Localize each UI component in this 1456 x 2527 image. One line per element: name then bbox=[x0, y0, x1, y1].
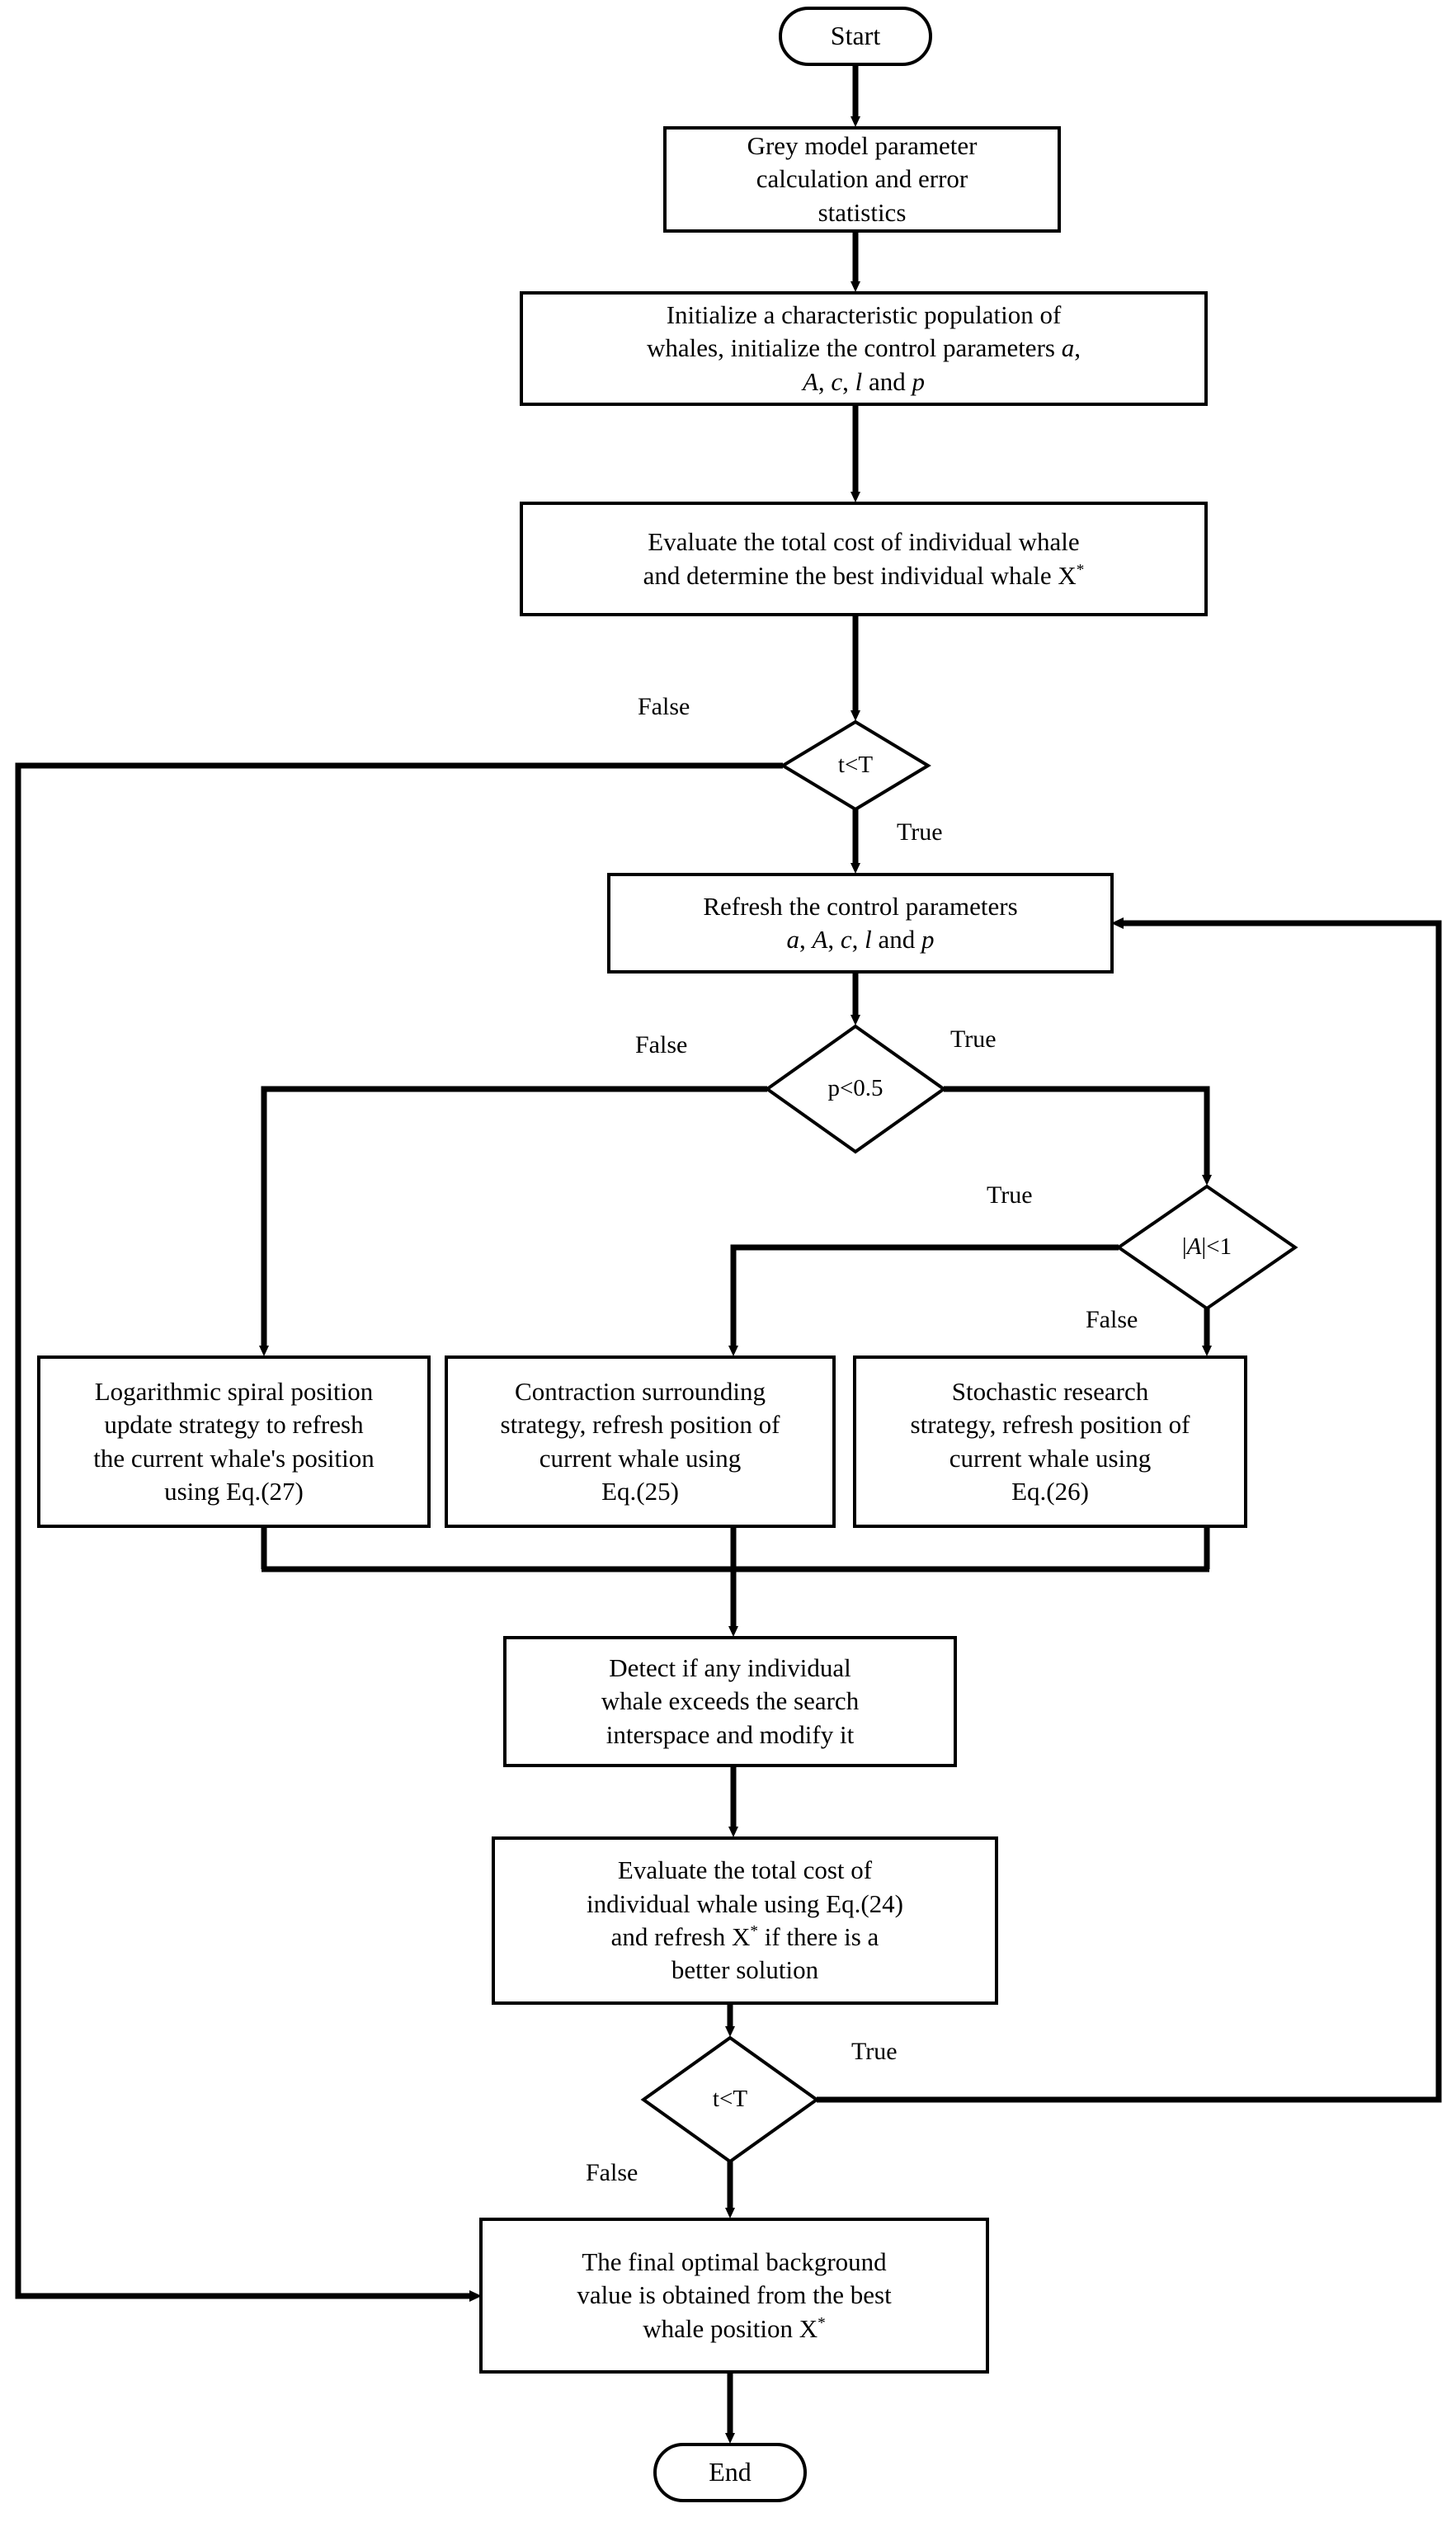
node-evaluate-best-shape bbox=[520, 502, 1208, 616]
edge-decision-A-true-to-contraction bbox=[728, 1244, 1119, 1356]
node-end-shape bbox=[653, 2443, 807, 2502]
node-stochastic-shape bbox=[853, 1355, 1247, 1528]
node-evaluate-cost-shape bbox=[492, 1836, 998, 2005]
edge-label-tT-top-false: False bbox=[638, 693, 690, 720]
edge-label-p-false: False bbox=[635, 1031, 688, 1058]
node-initialize-shape bbox=[520, 291, 1208, 406]
edge-label-tT-bottom-false: False bbox=[586, 2159, 638, 2186]
edge-label-tT-top-true: True bbox=[897, 818, 943, 846]
edge-label-tT-bottom-true: True bbox=[851, 2038, 898, 2065]
edge-decision-tT-bottom-true-to-refresh-params bbox=[817, 917, 1442, 2103]
edge-label-A-false: False bbox=[1086, 1306, 1138, 1333]
node-decision-p-shape bbox=[764, 1024, 947, 1154]
node-spiral-shape bbox=[37, 1355, 431, 1528]
node-contraction-shape bbox=[445, 1355, 836, 1528]
edge-decision-tT-top-false-to-final-value bbox=[15, 762, 783, 2302]
node-final-value-shape bbox=[479, 2218, 989, 2374]
node-decision-tT-bottom-shape bbox=[640, 2035, 820, 2164]
node-grey-model-shape bbox=[663, 126, 1061, 233]
edge-decision-p-true-to-decision-A bbox=[944, 1086, 1212, 1186]
node-refresh-params-shape bbox=[607, 873, 1114, 974]
edge-label-p-true: True bbox=[950, 1025, 997, 1053]
node-detect-shape bbox=[503, 1636, 957, 1767]
edge-label-A-true: True bbox=[987, 1181, 1033, 1209]
edge-decision-p-false-to-spiral bbox=[259, 1086, 767, 1356]
node-start-shape bbox=[779, 7, 932, 66]
node-decision-tT-top-shape bbox=[780, 719, 931, 812]
node-decision-A-shape bbox=[1115, 1184, 1298, 1311]
